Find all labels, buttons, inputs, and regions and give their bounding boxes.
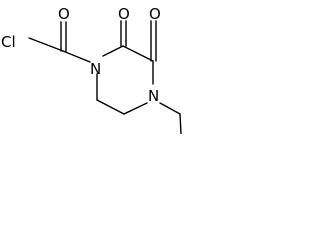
bond-c2-c3 (122, 45, 154, 62)
bond-carbonyl-n1 (62, 50, 91, 63)
structure-drawing: Cl O O O N N (1, 5, 182, 134)
atom-cl: Cl (1, 33, 16, 51)
bond-n4-c5 (123, 102, 148, 115)
atom-n4: N (148, 87, 159, 105)
atom-o-left: O (118, 5, 130, 23)
bond-n1-c2 (102, 45, 124, 57)
atom-o-right: O (149, 5, 161, 23)
bond-cl-carbonyl (28, 37, 64, 52)
bond-c5-c6 (96, 99, 125, 115)
atom-n1: N (90, 60, 101, 78)
atom-o-acyl: O (58, 5, 70, 23)
bond-ethyl-ch2-ch3 (179, 113, 182, 134)
bond-n4-ethyl-ch2 (159, 102, 181, 115)
